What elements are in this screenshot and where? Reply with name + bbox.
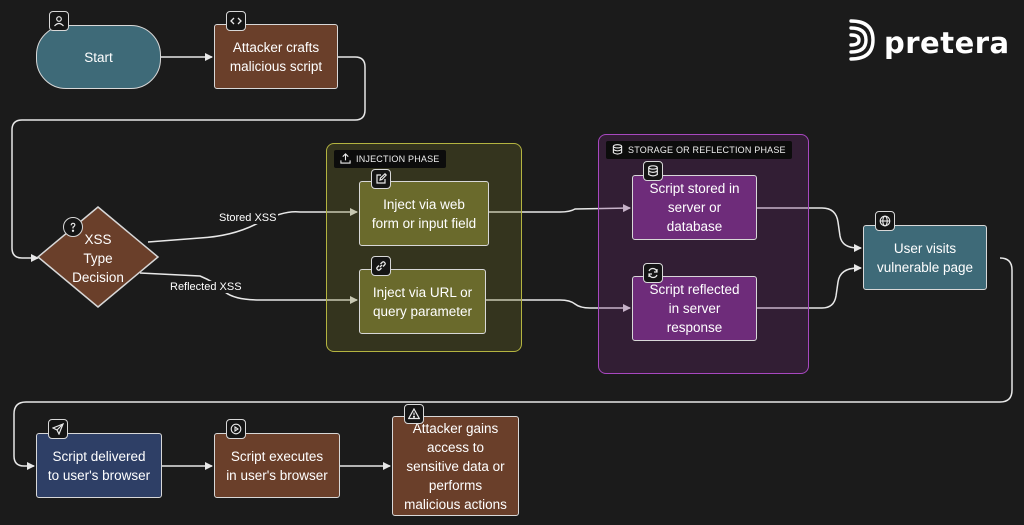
script-delivered-node: Script delivered to user's browser <box>36 433 162 498</box>
edge-reflected-to-user <box>757 264 862 309</box>
edge-inject-url-to-reflected <box>486 299 631 312</box>
globe-icon <box>875 211 895 231</box>
database-icon <box>643 161 663 181</box>
send-icon <box>48 419 68 439</box>
inject-url-node: Inject via URL or query parameter <box>359 269 486 334</box>
start-node: Start <box>36 25 161 89</box>
xss-type-decision: XSS Type Decision <box>48 222 148 294</box>
edge-crafts-to-decision <box>11 56 366 262</box>
edge-inject-web-to-stored <box>489 204 631 213</box>
decision-label: XSS Type Decision <box>72 231 124 285</box>
edge-stored-to-user <box>757 207 862 252</box>
warning-icon <box>404 404 424 424</box>
script-executes-node: Script executes in user's browser <box>214 433 340 498</box>
play-circle-icon <box>226 419 246 439</box>
database-icon <box>612 143 623 157</box>
user-visits-node: User visits vulnerable page <box>863 225 987 290</box>
script-delivered-label: Script delivered to user's browser <box>47 448 151 483</box>
script-stored-label: Script stored in server or database <box>649 181 740 234</box>
inject-web-label: Inject via web form or input field <box>371 196 477 231</box>
user-visits-label: User visits vulnerable page <box>876 240 974 275</box>
edge-user-to-delivered <box>13 257 1013 470</box>
attacker-crafts-node: Attacker crafts malicious script <box>214 24 338 89</box>
attacker-crafts-label: Attacker crafts malicious script <box>229 39 323 74</box>
stored-xss-edge-label: Stored XSS <box>217 212 279 224</box>
upload-icon <box>340 152 351 166</box>
pretera-wordmark: pretera <box>884 25 1010 60</box>
inject-url-label: Inject via URL or query parameter <box>372 284 473 319</box>
start-label: Start <box>84 49 113 65</box>
storage-phase-title: STORAGE OR REFLECTION PHASE <box>606 141 792 159</box>
user-icon <box>49 11 69 31</box>
help-circle-icon <box>63 217 83 237</box>
code-icon <box>226 11 246 31</box>
attacker-gains-node: Attacker gains access to sensitive data … <box>392 416 519 516</box>
injection-phase-title: INJECTION PHASE <box>334 150 446 168</box>
script-stored-node: Script stored in server or database <box>632 175 757 240</box>
script-executes-label: Script executes in user's browser <box>226 448 328 483</box>
script-reflected-label: Script reflected in server response <box>649 282 740 335</box>
pretera-logo-icon <box>848 18 876 67</box>
attacker-gains-label: Attacker gains access to sensitive data … <box>404 420 507 512</box>
inject-web-form-node: Inject via web form or input field <box>359 181 489 246</box>
link-icon <box>371 256 391 276</box>
script-reflected-node: Script reflected in server response <box>632 276 757 341</box>
edit-icon <box>371 169 391 189</box>
pretera-logo: pretera <box>848 18 1010 67</box>
refresh-icon <box>643 263 663 283</box>
reflected-xss-edge-label: Reflected XSS <box>168 281 244 293</box>
